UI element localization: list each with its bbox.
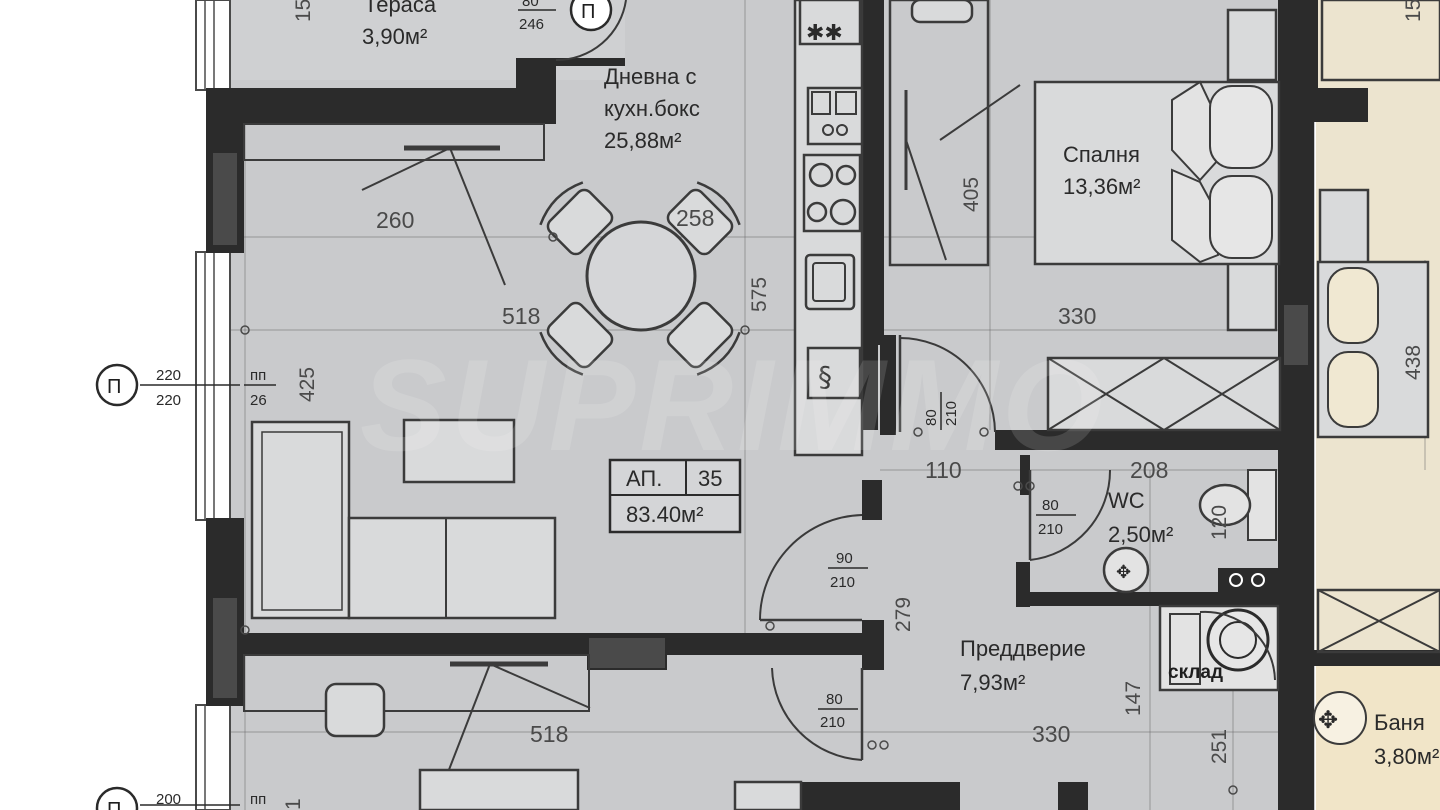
lower-room-furniture	[243, 654, 803, 810]
svg-text:✥: ✥	[1116, 562, 1131, 583]
bedroom-area: 13,36м²	[1063, 174, 1141, 199]
terrace-area	[230, 0, 625, 80]
walls	[206, 0, 1440, 810]
dim-425: 425	[296, 367, 319, 402]
svg-text:✥: ✥	[1318, 706, 1338, 734]
dim-330-bottom: 330	[1032, 721, 1070, 747]
living-tv	[243, 123, 545, 286]
storage-name: склад	[1168, 662, 1223, 683]
bedroom-door-spec: 80 210	[923, 392, 960, 430]
living-name-2: кухн.бокс	[604, 96, 700, 121]
bath-area: 3,80м²	[1374, 744, 1439, 769]
svg-text:200: 200	[156, 791, 181, 808]
dim-279: 279	[892, 597, 915, 632]
svg-text:1: 1	[282, 798, 305, 810]
apartment-area: 83.40м²	[626, 502, 704, 527]
bath-name: Баня	[1374, 710, 1425, 735]
svg-text:80: 80	[826, 691, 843, 708]
dim-438: 438	[1402, 345, 1425, 380]
storage-closet	[1158, 604, 1280, 692]
dim-518-bottom: 518	[530, 721, 568, 747]
dim-110: 110	[925, 457, 962, 483]
bath-fixtures: ✥	[1313, 691, 1367, 745]
hall-area: 7,93м²	[960, 670, 1025, 695]
sofa	[250, 418, 557, 620]
dim-575: 575	[748, 277, 771, 312]
dim-120: 120	[1208, 505, 1231, 540]
neighbour-furniture	[1316, 0, 1440, 654]
living-area: 25,88м²	[604, 128, 682, 153]
svg-text:§: §	[818, 360, 832, 393]
left-window-spec: П 220 220 пп 26	[95, 363, 276, 409]
svg-text:220: 220	[156, 367, 181, 384]
entry-door-spec: 90 210	[828, 550, 868, 591]
svg-text:210: 210	[1038, 521, 1063, 538]
terrace-name: Тераса	[364, 0, 437, 17]
svg-text:90: 90	[836, 550, 853, 567]
wc-door-spec: 80 210	[1036, 497, 1076, 538]
watermark: SUPRIMMO	[360, 332, 1107, 478]
svg-text:210: 210	[943, 401, 960, 426]
svg-text:✱✱: ✱✱	[806, 21, 843, 46]
apartment-label: АП.	[626, 466, 662, 491]
wc-fixtures: ✥	[1102, 469, 1278, 594]
tv-stand	[888, 0, 990, 267]
dim-330-top: 330	[1058, 303, 1096, 329]
dim-15-left: 15	[292, 0, 315, 22]
dim-251: 251	[1208, 729, 1231, 764]
grid-nodes	[240, 232, 1238, 795]
dim-405: 405	[960, 177, 983, 212]
svg-text:пп: пп	[250, 791, 266, 808]
svg-text:80: 80	[1042, 497, 1059, 514]
apartment-number: 35	[698, 466, 722, 491]
dim-260: 260	[376, 207, 414, 233]
terrace-door-width: 80	[522, 0, 539, 10]
svg-text:пп: пп	[250, 367, 266, 384]
svg-text:210: 210	[830, 574, 855, 591]
svg-text:П: П	[107, 799, 121, 810]
dim-147: 147	[1122, 681, 1145, 716]
kitchen-counter: § ✱✱	[793, 0, 864, 457]
living-name-1: Дневна с	[604, 64, 696, 89]
terrace-area: 3,90м²	[362, 24, 427, 49]
wc-name: WC	[1108, 488, 1145, 513]
hall-name: Преддверие	[960, 636, 1086, 661]
terrace-window-marker	[569, 0, 613, 32]
svg-text:П: П	[107, 376, 121, 398]
bottom-window-spec: П 200 пп 1	[95, 786, 305, 810]
dining-table	[539, 181, 741, 376]
dim-208: 208	[1130, 457, 1168, 483]
bed	[939, 80, 1281, 266]
doors	[555, 0, 1276, 761]
svg-text:220: 220	[156, 392, 181, 409]
terrace-window-marker-label: П	[581, 1, 595, 23]
dim-15-right: 15	[1402, 0, 1425, 22]
svg-text:26: 26	[250, 392, 267, 409]
svg-text:210: 210	[820, 714, 845, 731]
room-door-spec: 80 210	[818, 691, 858, 731]
svg-text:80: 80	[923, 409, 940, 426]
terrace-door-height: 246	[519, 16, 544, 33]
dim-518-top: 518	[502, 303, 540, 329]
wc-area: 2,50м²	[1108, 522, 1173, 547]
dim-258: 258	[676, 205, 714, 231]
bedroom-name: Спалня	[1063, 142, 1140, 167]
apartment-tag: АП. 35 83.40м²	[608, 458, 742, 534]
